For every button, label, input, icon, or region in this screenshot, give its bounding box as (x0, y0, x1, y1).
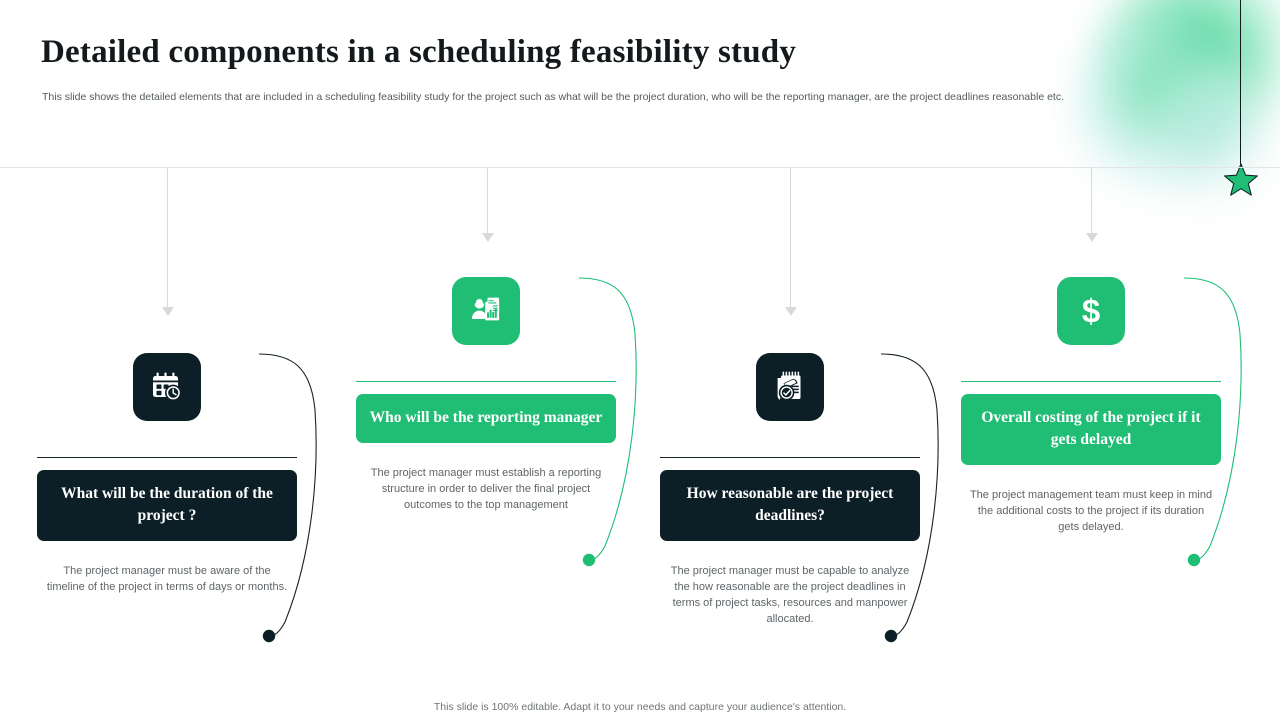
drop-connector-arrowhead (1086, 233, 1098, 242)
drop-connector-stem (167, 168, 168, 307)
page-title: Detailed components in a scheduling feas… (41, 34, 797, 70)
calendar-clock-icon (133, 353, 201, 421)
star-hanging-line (1240, 0, 1241, 172)
drop-connector-1 (162, 168, 174, 316)
drop-connector-arrowhead (162, 307, 174, 316)
column-top-rule (660, 457, 920, 458)
curve-endpoint-dot (1187, 553, 1201, 567)
drop-connector-4 (1086, 168, 1098, 242)
column-description-3: The project manager must be capable to a… (670, 565, 910, 625)
decorative-green-blur-a (1090, 0, 1280, 160)
drop-connector-arrowhead (482, 233, 494, 242)
star-icon (1223, 162, 1259, 198)
column-top-rule (961, 381, 1221, 382)
curve-endpoint-dot (884, 629, 898, 643)
column-label-4: Overall costing of the project if it get… (961, 394, 1221, 465)
component-column-2: Who will be the reporting manager The pr… (356, 277, 616, 513)
drop-connector-2 (482, 168, 494, 242)
drop-connector-arrowhead (785, 307, 797, 316)
component-column-3: How reasonable are the project deadlines… (660, 353, 920, 627)
component-column-1: What will be the duration of the project… (37, 353, 297, 595)
person-report-icon (452, 277, 520, 345)
drop-connector-stem (1091, 168, 1092, 233)
column-top-rule (356, 381, 616, 382)
curve-endpoint-dot (262, 629, 276, 643)
drop-connector-stem (790, 168, 791, 307)
dollar-sign-icon: $ (1057, 277, 1125, 345)
column-label-1: What will be the duration of the project… (37, 470, 297, 541)
curve-endpoint-dot (582, 553, 596, 567)
column-label-2: Who will be the reporting manager (356, 394, 616, 443)
drop-connector-3 (785, 168, 797, 316)
drop-connector-stem (487, 168, 488, 233)
column-top-rule (37, 457, 297, 458)
page-subtitle: This slide shows the detailed elements t… (42, 91, 1065, 103)
column-description-4: The project management team must keep in… (969, 489, 1213, 533)
column-description-1: The project manager must be aware of the… (46, 565, 288, 593)
column-label-3: How reasonable are the project deadlines… (660, 470, 920, 541)
footer-note: This slide is 100% editable. Adapt it to… (433, 701, 847, 713)
notepad-pencil-clock-icon (756, 353, 824, 421)
component-column-4: $ Overall costing of the project if it g… (961, 277, 1221, 535)
header-divider (0, 167, 1280, 168)
svg-text:$: $ (1082, 293, 1100, 330)
column-description-2: The project manager must establish a rep… (370, 467, 602, 511)
